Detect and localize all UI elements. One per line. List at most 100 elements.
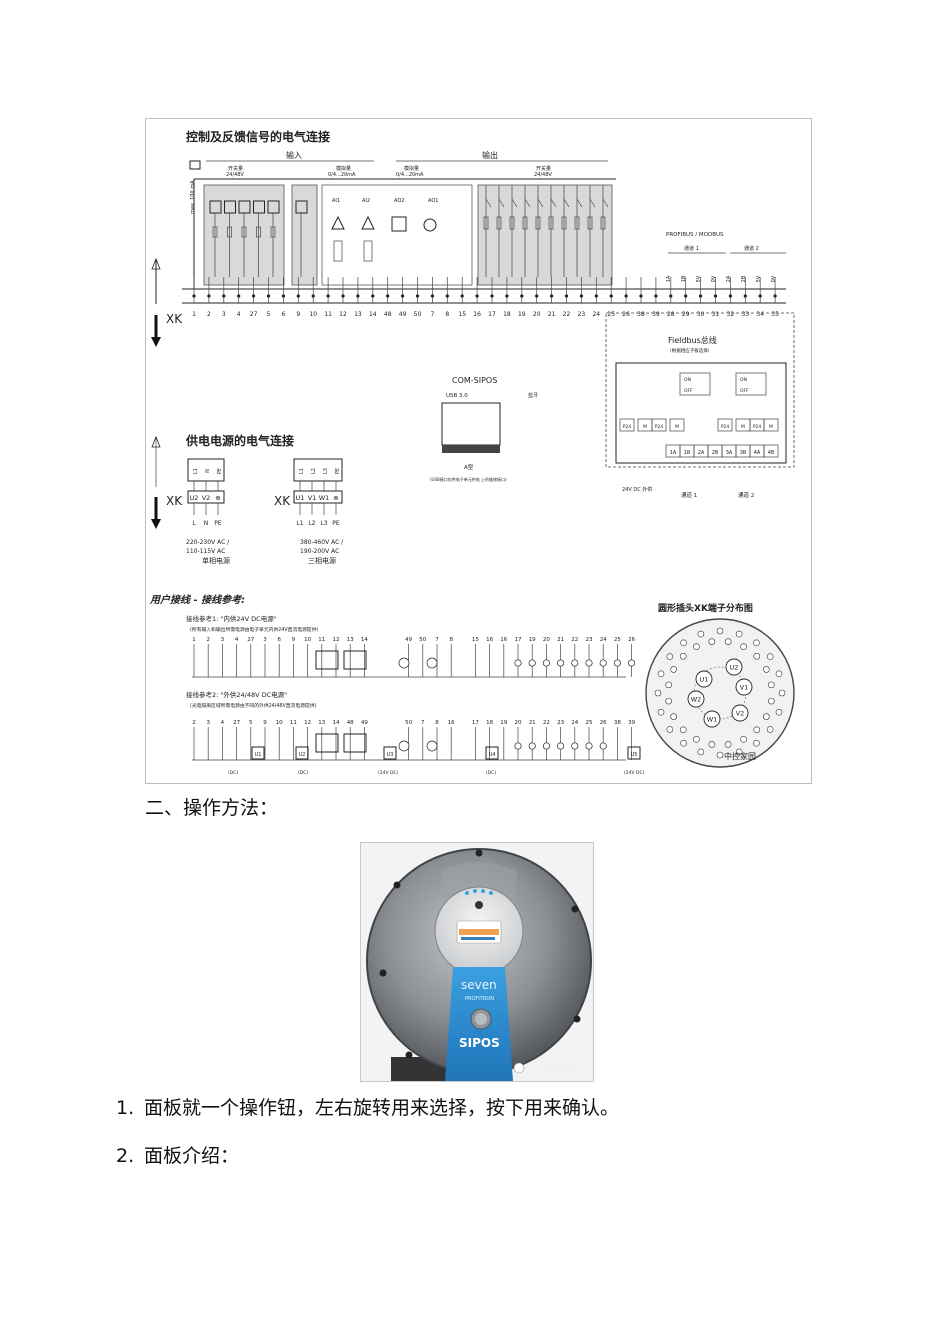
power-unit-label: U5 (631, 752, 638, 758)
user-wiring-title: 用户接线 - 接线参考: (149, 594, 245, 606)
fb-24v: 24V DC 外供 (622, 486, 652, 493)
terminal-number: 32 (727, 311, 735, 318)
photo-watermark: 中控家园 (537, 1062, 577, 1075)
terminal-dot (609, 294, 613, 298)
ref2-terminal-number: 18 (486, 720, 493, 726)
label-ai2: AI2 (362, 198, 370, 204)
label-input: 输入 (286, 150, 302, 160)
fieldbus-code: 3B (740, 450, 747, 456)
terminal-number: 29 (682, 311, 690, 318)
usb-connector (441, 402, 501, 446)
power-unit-label: U3 (387, 752, 394, 758)
ref1-terminal-number: 8 (449, 637, 453, 643)
plug-power-pin (735, 678, 753, 696)
power-unit-box (251, 746, 265, 760)
switch-1 (679, 372, 711, 396)
output-resistor (587, 216, 593, 230)
wechat-icon (513, 1062, 525, 1074)
terminal-dot (341, 294, 345, 298)
power1-bottom-label: L (192, 520, 196, 527)
ref1-terminal-number: 7 (435, 637, 439, 643)
ref1-terminal-number: 6 (277, 637, 281, 643)
terminal-number: 31 (712, 311, 720, 318)
optocoupler-symbol (295, 200, 308, 214)
terminal-dot (266, 294, 271, 298)
bus-code: 0V (771, 275, 777, 282)
ref2-terminal-number: 9 (263, 720, 267, 726)
power-unit-label: U2 (299, 752, 306, 758)
plug-pin (665, 697, 672, 705)
power1-bottom-label: PE (214, 520, 222, 527)
bus-code: 5V (756, 275, 762, 282)
ref2-terminal-number: 7 (421, 720, 425, 726)
lamp-symbol (599, 659, 607, 667)
lamp-symbol (528, 742, 536, 750)
plug-power-pin-label: W1 (707, 716, 718, 724)
terminal-number: 8 (445, 311, 449, 318)
terminal-number: 12 (339, 311, 347, 318)
analog-amp-box (315, 650, 339, 670)
label-analog-out-range: 0/4...20mA (396, 172, 424, 178)
plug-pin (716, 627, 724, 635)
fieldbus-terminal (651, 418, 667, 432)
terminal-dot (684, 294, 688, 298)
fieldbus-code: 4A (754, 450, 761, 456)
terminal-dot (415, 294, 420, 298)
power1-terminal: V2 (202, 494, 211, 502)
fieldbus-code: 2A (698, 450, 705, 456)
terminal-number: 5 (267, 311, 271, 318)
ref2-dc1: (DC) (228, 770, 238, 776)
power-unit-box (627, 746, 641, 760)
pw1-v2: 110-115V AC (186, 548, 225, 555)
analog-amp-box (343, 650, 367, 670)
terminal-dot (728, 294, 733, 298)
power2-top-label: PE (335, 468, 341, 474)
plug-pin (666, 726, 674, 733)
ref2-terminal-number: 23 (557, 720, 564, 726)
ref2-terminal-number: 11 (290, 720, 297, 726)
list-item: 2.面板介绍： (116, 1144, 239, 1168)
plug-power-pin-label: W2 (691, 696, 702, 704)
terminal-number: 27 (250, 311, 258, 318)
output-resistor (535, 216, 541, 230)
ref1-terminal-number: 12 (333, 637, 340, 643)
terminal-dot (222, 294, 226, 298)
ref2-terminal-number: 24 (571, 720, 578, 726)
ref2-terminal-number: 49 (361, 720, 368, 726)
brand-small: seven (461, 978, 497, 992)
terminal-dot (550, 294, 554, 298)
output-switch (537, 198, 544, 208)
output-switch (511, 198, 518, 208)
terminal-dot (490, 294, 494, 298)
terminal-dot (758, 294, 762, 298)
plug-pin (763, 666, 770, 673)
power1-top-label: N (205, 469, 211, 473)
power2-top-block (293, 458, 343, 482)
diagram-watermark: 中控家园 (724, 751, 756, 761)
ref1-terminal-number: 21 (557, 637, 564, 643)
bluetooth-label: 蓝牙 (528, 392, 538, 399)
terminal-number: 2 (207, 311, 211, 318)
plug-pin (716, 751, 724, 759)
ref1-terminal-number: 14 (361, 637, 368, 643)
terminal-dot (356, 294, 360, 298)
power1-top-label: PE (217, 468, 223, 474)
fieldbus-terminal-label: P24 (721, 424, 730, 430)
label-output: 输出 (482, 150, 498, 160)
terminal-number: 15 (458, 311, 466, 318)
fieldbus-terminal (717, 418, 733, 432)
ref2-terminal-number: 10 (276, 720, 283, 726)
terminal-number: 30 (697, 311, 705, 318)
ai1-resistor (333, 240, 343, 262)
terminal-number: 20 (533, 311, 541, 318)
lamp-symbol (599, 742, 607, 750)
plug-pin (778, 689, 786, 697)
output-resistor (561, 216, 567, 230)
lamp-symbol (557, 742, 565, 750)
pw1-v3: 单相电源 (202, 556, 230, 565)
terminal-number: 16 (473, 311, 481, 318)
switch2-off: OFF (740, 388, 749, 394)
ref2-terminal-number: 8 (435, 720, 439, 726)
output-resistor (600, 216, 606, 230)
ref2-terminal-number: 50 (405, 720, 412, 726)
